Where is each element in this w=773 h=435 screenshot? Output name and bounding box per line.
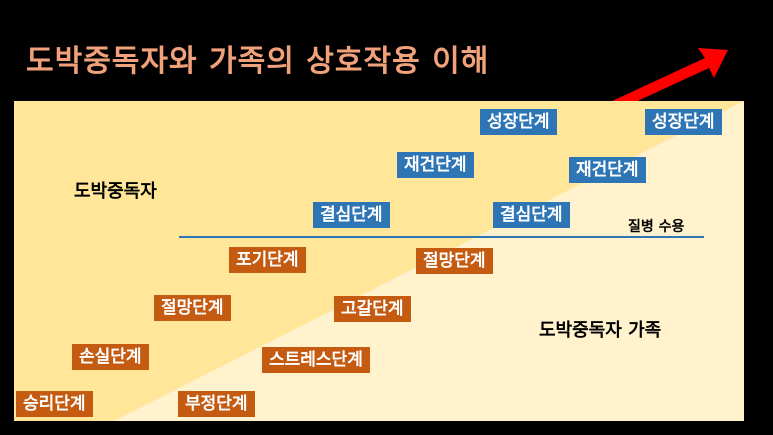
stage-panel: 도박중독자 도박중독자 가족 질병 수용 승리단계 손실단계 절망단계 포기단계…: [14, 101, 744, 421]
family-stage-denial: 부정단계: [178, 391, 255, 417]
family-stage-rebuild: 재건단계: [569, 157, 646, 183]
gambler-stage-giveup: 포기단계: [229, 247, 306, 273]
gambler-stage-rebuild: 재건단계: [397, 152, 474, 178]
panel-background: [14, 101, 744, 421]
gambler-stage-despair: 절망단계: [154, 295, 231, 321]
family-label: 도박중독자 가족: [539, 320, 662, 341]
gambler-stage-growth: 성장단계: [480, 109, 557, 135]
progress-arrow: [610, 48, 728, 110]
gambler-label: 도박중독자: [74, 181, 157, 202]
family-stage-exhaustion: 고갈단계: [334, 296, 411, 322]
family-stage-despair: 절망단계: [416, 248, 493, 274]
gambler-stage-win: 승리단계: [16, 391, 93, 417]
gambler-stage-resolve: 결심단계: [313, 202, 390, 228]
family-stage-growth: 성장단계: [645, 109, 722, 135]
page-title: 도박중독자와 가족의 상호작용 이해: [26, 44, 490, 79]
acceptance-label: 질병 수용: [628, 219, 685, 235]
family-stage-stress: 스트레스단계: [262, 347, 370, 373]
gambler-stage-loss: 손실단계: [72, 344, 149, 370]
family-stage-resolve: 결심단계: [493, 202, 570, 228]
